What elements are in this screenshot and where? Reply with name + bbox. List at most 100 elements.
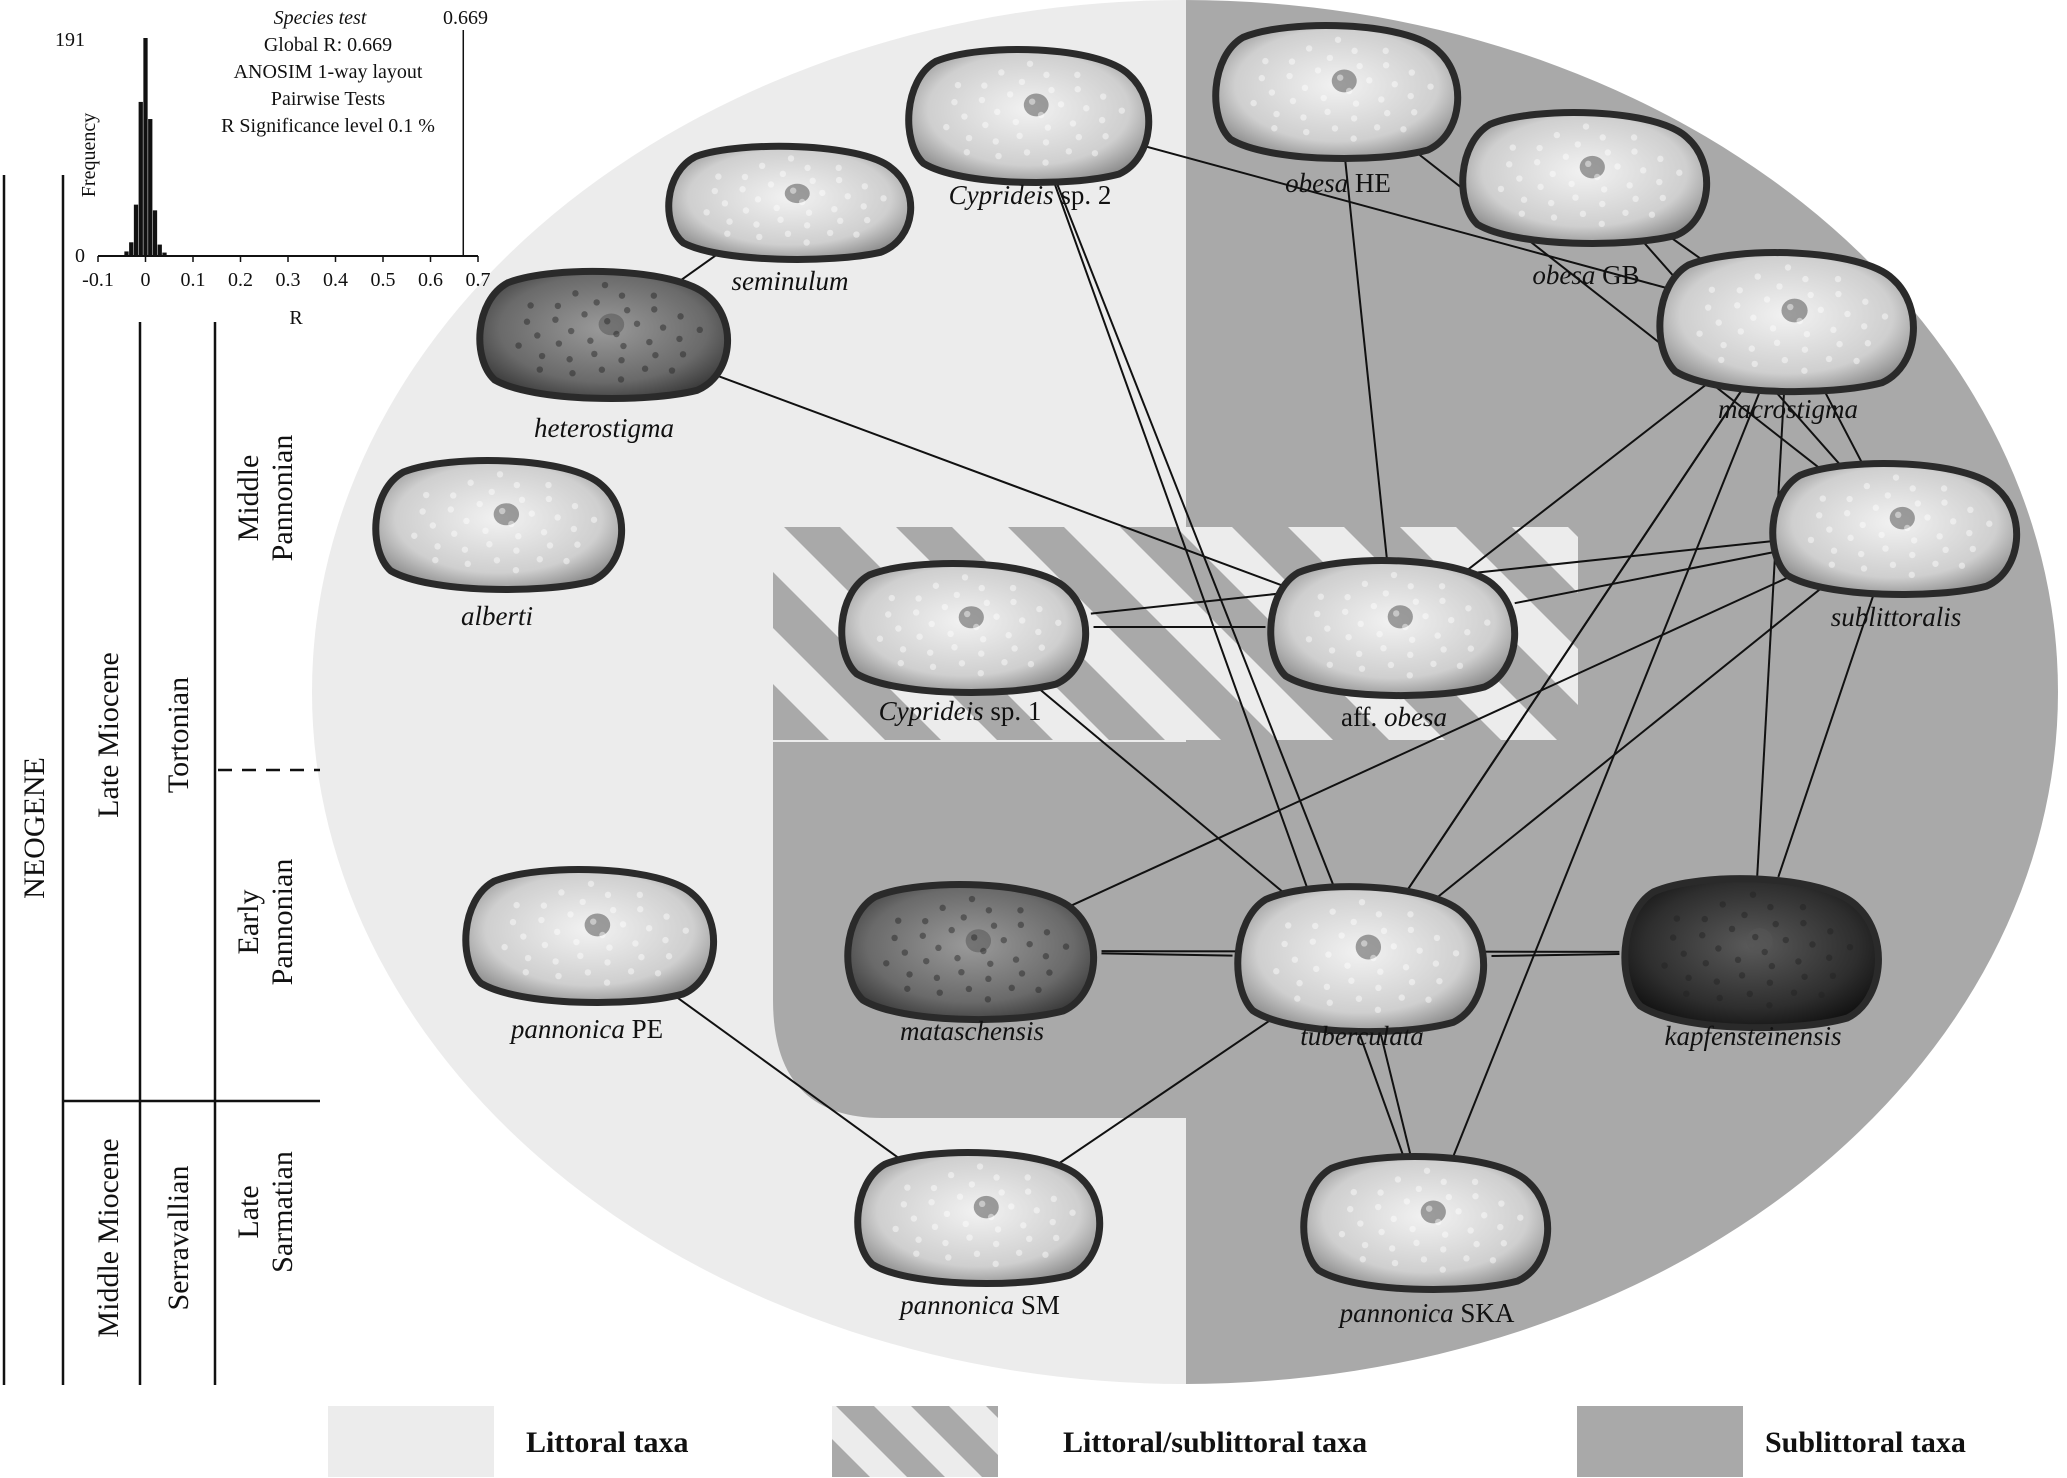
surface-pit (777, 216, 784, 223)
surface-pit (1750, 314, 1757, 321)
specimen-panSM: pannonica SM (854, 1148, 1104, 1320)
surface-pit (900, 1201, 908, 1208)
surface-pit (1517, 1214, 1524, 1221)
surface-pit (1872, 504, 1880, 511)
valve-outline (838, 559, 1090, 697)
surface-pit (1023, 149, 1031, 156)
surface-pit (984, 996, 992, 1003)
surface-pit (1438, 583, 1446, 590)
surface-pit (837, 217, 844, 225)
surface-pit (1803, 330, 1811, 338)
surface-pit (1715, 319, 1722, 326)
surface-pit (1400, 126, 1407, 133)
surface-pit (463, 517, 470, 525)
connection-line (1407, 387, 1744, 890)
surface-pit (742, 207, 750, 214)
histogram-bar (157, 244, 162, 256)
surface-pit (961, 574, 969, 581)
surface-pit (1382, 590, 1390, 597)
legend-swatch-sublittoral (1577, 1406, 1743, 1477)
surface-pit (619, 921, 627, 928)
surface-pit (555, 972, 562, 980)
surface-pit (1361, 940, 1368, 947)
label-name: pannonica (898, 1290, 1014, 1320)
surface-pit (1520, 196, 1528, 203)
muscle-scar (1579, 155, 1605, 179)
surface-pit (1718, 356, 1725, 364)
surface-pit (1892, 474, 1900, 481)
surface-pit (1005, 632, 1012, 639)
surface-pit (933, 974, 941, 982)
surface-pit (513, 547, 520, 554)
surface-pit (1420, 1256, 1428, 1263)
surface-pit (1017, 907, 1024, 914)
muscle-scar (1889, 506, 1915, 530)
histogram-bar (124, 251, 129, 256)
surface-pit (1043, 71, 1050, 79)
surface-pit (1294, 995, 1301, 1002)
surface-pit (982, 121, 989, 129)
surface-pit (1378, 96, 1385, 103)
surface-pit (1826, 526, 1833, 533)
surface-pit (715, 173, 722, 180)
histogram-bar (138, 101, 143, 256)
surface-pit (1345, 633, 1352, 641)
surface-pit (1787, 303, 1794, 311)
surface-pit (1373, 124, 1381, 131)
surface-pit (1324, 625, 1331, 632)
surface-pit (961, 113, 968, 120)
surface-pit (1394, 1176, 1402, 1183)
surface-pit (922, 917, 929, 925)
surface-pit (983, 599, 991, 607)
surface-pit (1940, 485, 1948, 492)
surface-pit (1908, 571, 1915, 579)
surface-pit (423, 491, 430, 499)
surface-pit (1773, 339, 1781, 347)
taxon-label: obesa GB (1532, 260, 1639, 290)
surface-pit (919, 932, 926, 939)
surface-pit (1350, 115, 1358, 122)
surface-pit (679, 351, 687, 358)
surface-pit (954, 954, 961, 962)
substage-middle-pannonian: Middle Pannonian (232, 435, 299, 562)
surface-pit (1857, 550, 1865, 558)
surface-pit (1355, 995, 1363, 1002)
surface-pit (948, 926, 955, 934)
connection-line (1822, 389, 1864, 464)
surface-pit (1374, 1006, 1382, 1014)
surface-pit (809, 177, 816, 185)
surface-pit (906, 971, 913, 978)
surface-pit (1038, 644, 1046, 651)
surface-pit (956, 1193, 964, 1200)
surface-pit (1661, 962, 1668, 969)
valve-outline (1769, 459, 2021, 599)
specimen-alberti: alberti (372, 456, 626, 631)
connection-line (1057, 1013, 1279, 1165)
surface-pit (892, 1225, 899, 1233)
surface-pit (1767, 903, 1774, 911)
taxon-label: tuberculata (1300, 1021, 1423, 1051)
histogram-bar (148, 119, 153, 256)
surface-pit (1407, 583, 1414, 590)
surface-pit (1738, 972, 1746, 979)
surface-pit (534, 332, 541, 339)
surface-pit (951, 98, 958, 106)
surface-pit (1568, 180, 1575, 188)
surface-pit (1312, 922, 1319, 930)
surface-pit (1010, 598, 1017, 606)
surface-pit (923, 957, 930, 965)
surface-pit (1314, 610, 1321, 618)
surface-pit (1380, 927, 1388, 935)
surface-pit (904, 1184, 911, 1191)
surface-pit (604, 891, 612, 899)
surface-pit (1410, 109, 1418, 116)
surface-pit (1390, 1215, 1397, 1223)
surface-pit (1415, 1185, 1423, 1193)
connection-line (1466, 379, 1713, 571)
label-prefix: aff. (1341, 702, 1384, 732)
taxon-label: heterostigma (534, 413, 674, 443)
surface-pit (1572, 194, 1579, 201)
surface-pit (943, 1210, 951, 1218)
surface-pit (1286, 72, 1293, 80)
surface-pit (1069, 120, 1077, 127)
